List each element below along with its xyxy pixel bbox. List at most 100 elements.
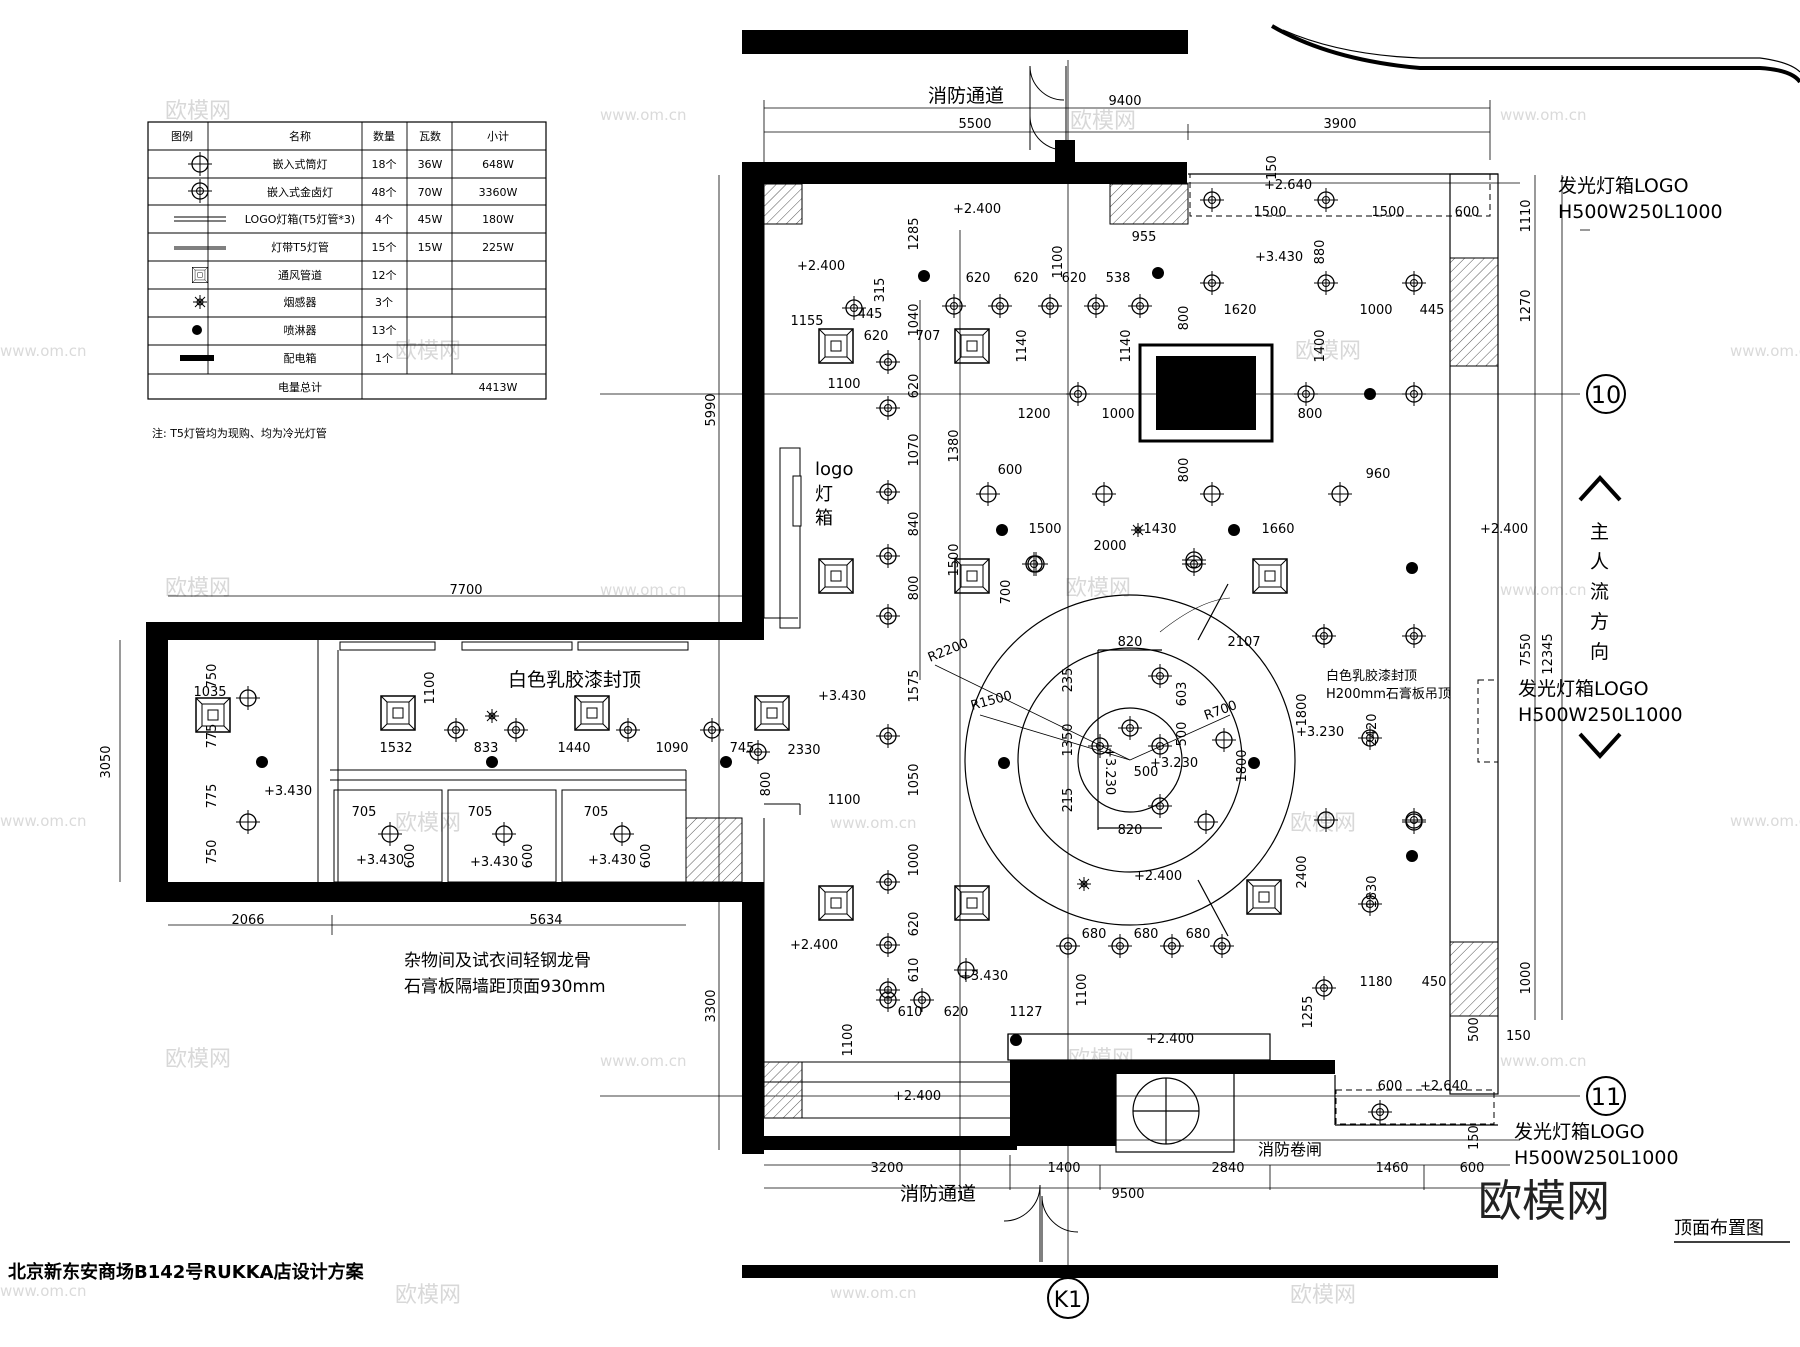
downlight-icon xyxy=(1091,481,1117,507)
svg-text:15个: 15个 xyxy=(372,241,397,254)
dimension-label: 3300 xyxy=(704,989,719,1022)
logo-lightbox-size: H500W250L1000 xyxy=(1518,704,1683,726)
dimension-label: 600 xyxy=(403,844,418,869)
elevation-label: +2.400 xyxy=(1134,869,1182,884)
elevation-label: +2.400 xyxy=(953,202,1001,217)
annotations: 消防通道 消防通道 消防卷闸 logo 灯 箱 白色乳胶漆封顶 白色乳胶漆封顶 … xyxy=(404,85,1723,1205)
dimension-label: 1430 xyxy=(1143,522,1176,537)
vent-square-icon xyxy=(818,885,854,921)
halide-light-icon xyxy=(615,717,641,743)
dimension-label: 9400 xyxy=(1108,94,1141,109)
halide-light-icon xyxy=(1147,663,1173,689)
legend-row: 嵌入式筒灯 18个 36W 648W xyxy=(273,157,515,171)
downlight-icon xyxy=(1311,623,1337,649)
elevation-label: +2.400 xyxy=(790,938,838,953)
dimension-label: 620 xyxy=(966,271,991,286)
halide-light-icon xyxy=(1199,187,1225,213)
fire-passage-bottom-label: 消防通道 xyxy=(900,1183,976,1205)
sprinkler-icon xyxy=(1228,524,1240,536)
halide-light-icon xyxy=(1293,381,1319,407)
halide-light-icon xyxy=(875,395,901,421)
elevation-label: +2.640 xyxy=(1264,178,1312,193)
dimension-label: 603 xyxy=(1175,682,1190,707)
legend-table: 图例 名称 数量 瓦数 小计 嵌入式筒灯 18个 36W 648W 嵌入式金卤灯… xyxy=(147,121,547,400)
dimension-label: 775 xyxy=(205,784,220,809)
brand-watermark: 欧模网 xyxy=(1478,1176,1610,1227)
dimension-label: 775 xyxy=(205,724,220,749)
dimension-label: 800 xyxy=(907,576,922,601)
dimension-label: 960 xyxy=(1366,467,1391,482)
dimension-label: 538 xyxy=(1106,271,1131,286)
watermark: 欧模网 xyxy=(1070,109,1136,134)
dimension-label: 1500 xyxy=(947,543,962,576)
vent-square-icon xyxy=(192,267,208,283)
dimension-label: 620 xyxy=(1014,271,1039,286)
dimension-label: 833 xyxy=(474,741,499,756)
dimension-label: 1070 xyxy=(907,433,922,466)
watermark-url: www.om.cn xyxy=(830,1284,917,1302)
dimension-label: 1110 xyxy=(1519,199,1534,232)
dimension-label: 3900 xyxy=(1323,117,1356,132)
halide-light-icon xyxy=(1313,270,1339,296)
sprinkler-icon xyxy=(256,756,268,768)
dimension-label: 150 xyxy=(1467,1125,1482,1150)
downlight-icon xyxy=(1199,481,1225,507)
dimension-label: 3200 xyxy=(870,1161,903,1176)
logo-lightbox-label: 发光灯箱LOGO xyxy=(1518,678,1649,700)
smoke-detector-icon xyxy=(1076,876,1092,892)
dimension-label: 500 xyxy=(1467,1017,1482,1042)
halide-light-icon xyxy=(1037,293,1063,319)
dimension-label: 1000 xyxy=(1101,407,1134,422)
dimension-label: 5634 xyxy=(529,913,562,928)
sprinkler-icon xyxy=(996,524,1008,536)
dimension-label: 680 xyxy=(1186,927,1211,942)
dimension-label: 680 xyxy=(1082,927,1107,942)
legend-header-icon: 图例 xyxy=(171,129,193,143)
legend-header-qty: 数量 xyxy=(373,130,395,143)
logo-box-label: 灯 xyxy=(815,484,833,505)
elevation-label: +3.230 xyxy=(1102,747,1117,795)
dimension-label: 2840 xyxy=(1211,1161,1244,1176)
dimension-lines xyxy=(119,100,1590,1200)
svg-text:48个: 48个 xyxy=(372,186,397,199)
sprinkler-icon xyxy=(486,756,498,768)
halide-light-icon xyxy=(1313,187,1339,213)
dimension-label: 235 xyxy=(1061,668,1076,693)
watermark: 欧模网 xyxy=(165,576,231,601)
logo-box-label: logo xyxy=(815,459,853,480)
circular-ceiling xyxy=(934,583,1296,937)
dimension-label: 750 xyxy=(205,664,220,689)
watermark-url: www.om.cn xyxy=(0,812,87,830)
dimension-label: 445 xyxy=(1420,303,1445,318)
vent-square-icon xyxy=(818,328,854,364)
dimension-label: 610 xyxy=(907,958,922,983)
dimension-label: 840 xyxy=(907,512,922,537)
dimension-label: 800 xyxy=(759,772,774,797)
svg-text:嵌入式金卤灯: 嵌入式金卤灯 xyxy=(267,185,333,199)
dimension-label: 1035 xyxy=(193,685,226,700)
watermark: 欧模网 xyxy=(395,1283,461,1308)
halide-light-icon xyxy=(443,717,469,743)
halide-light-icon xyxy=(1401,623,1427,649)
sprinklers xyxy=(256,267,1418,1046)
dimension-label: 1285 xyxy=(907,217,922,250)
halide-light-icon xyxy=(1083,293,1109,319)
dimension-label: 1127 xyxy=(1009,1005,1042,1020)
dimension-label: 705 xyxy=(352,805,377,820)
axis-bubble-10: 10 xyxy=(1586,374,1626,414)
dimension-label: 707 xyxy=(916,329,941,344)
halide-light-icon xyxy=(875,932,901,958)
smoke-detector-icon xyxy=(192,294,208,310)
halide-light-icon xyxy=(1147,793,1173,819)
halide-light-icon xyxy=(941,293,967,319)
downlight-icon xyxy=(1327,481,1353,507)
door-bottom xyxy=(1003,1184,1079,1262)
logo-lightbox-label: 发光灯箱LOGO xyxy=(1514,1121,1645,1143)
dimension-label: 1575 xyxy=(907,669,922,702)
flow-direction-label: 方 xyxy=(1590,611,1609,633)
dimension-label: 2066 xyxy=(231,913,264,928)
svg-text:4个: 4个 xyxy=(375,213,393,226)
dimension-label: 1000 xyxy=(1359,303,1392,318)
dimension-label: 1100 xyxy=(1051,245,1066,278)
dimension-label: 1620 xyxy=(1223,303,1256,318)
